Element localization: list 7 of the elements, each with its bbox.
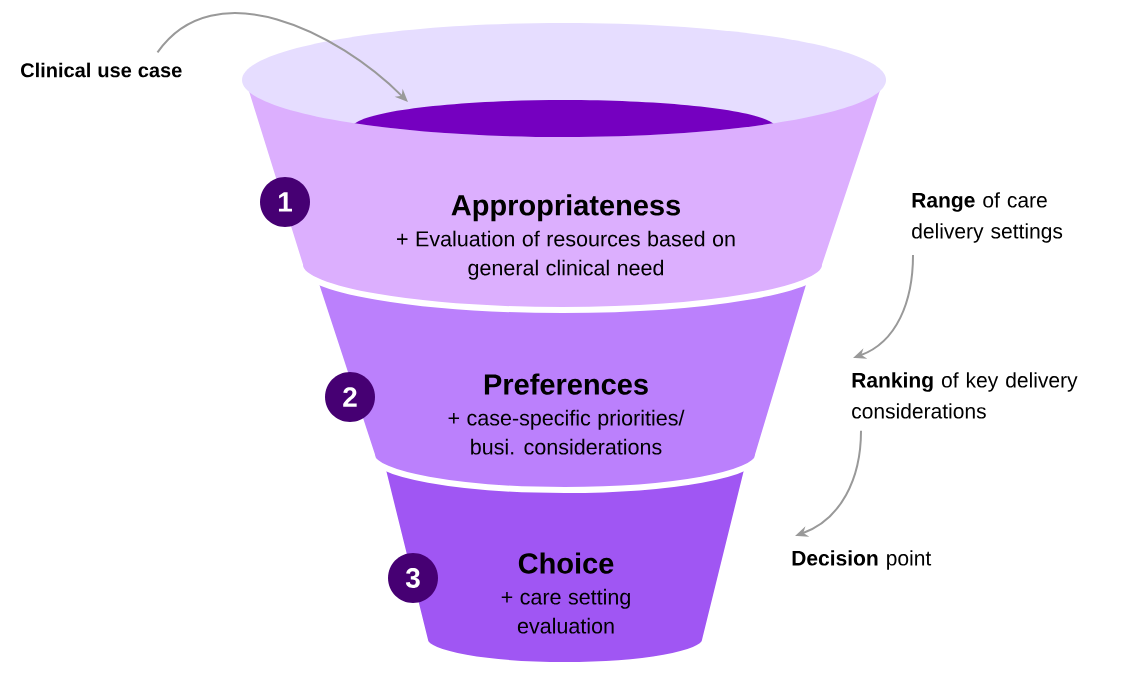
step-number: 2 (325, 372, 375, 422)
step-number: 1 (260, 177, 310, 227)
annotation-text: Ranking of key delivery considerations (852, 372, 1078, 419)
annotation-text: Decision point (792, 550, 932, 570)
step-number: 3 (388, 553, 438, 603)
annotation-text: Range of care delivery settings (912, 192, 1063, 243)
annotation-text: Clinical use case (21, 62, 182, 78)
